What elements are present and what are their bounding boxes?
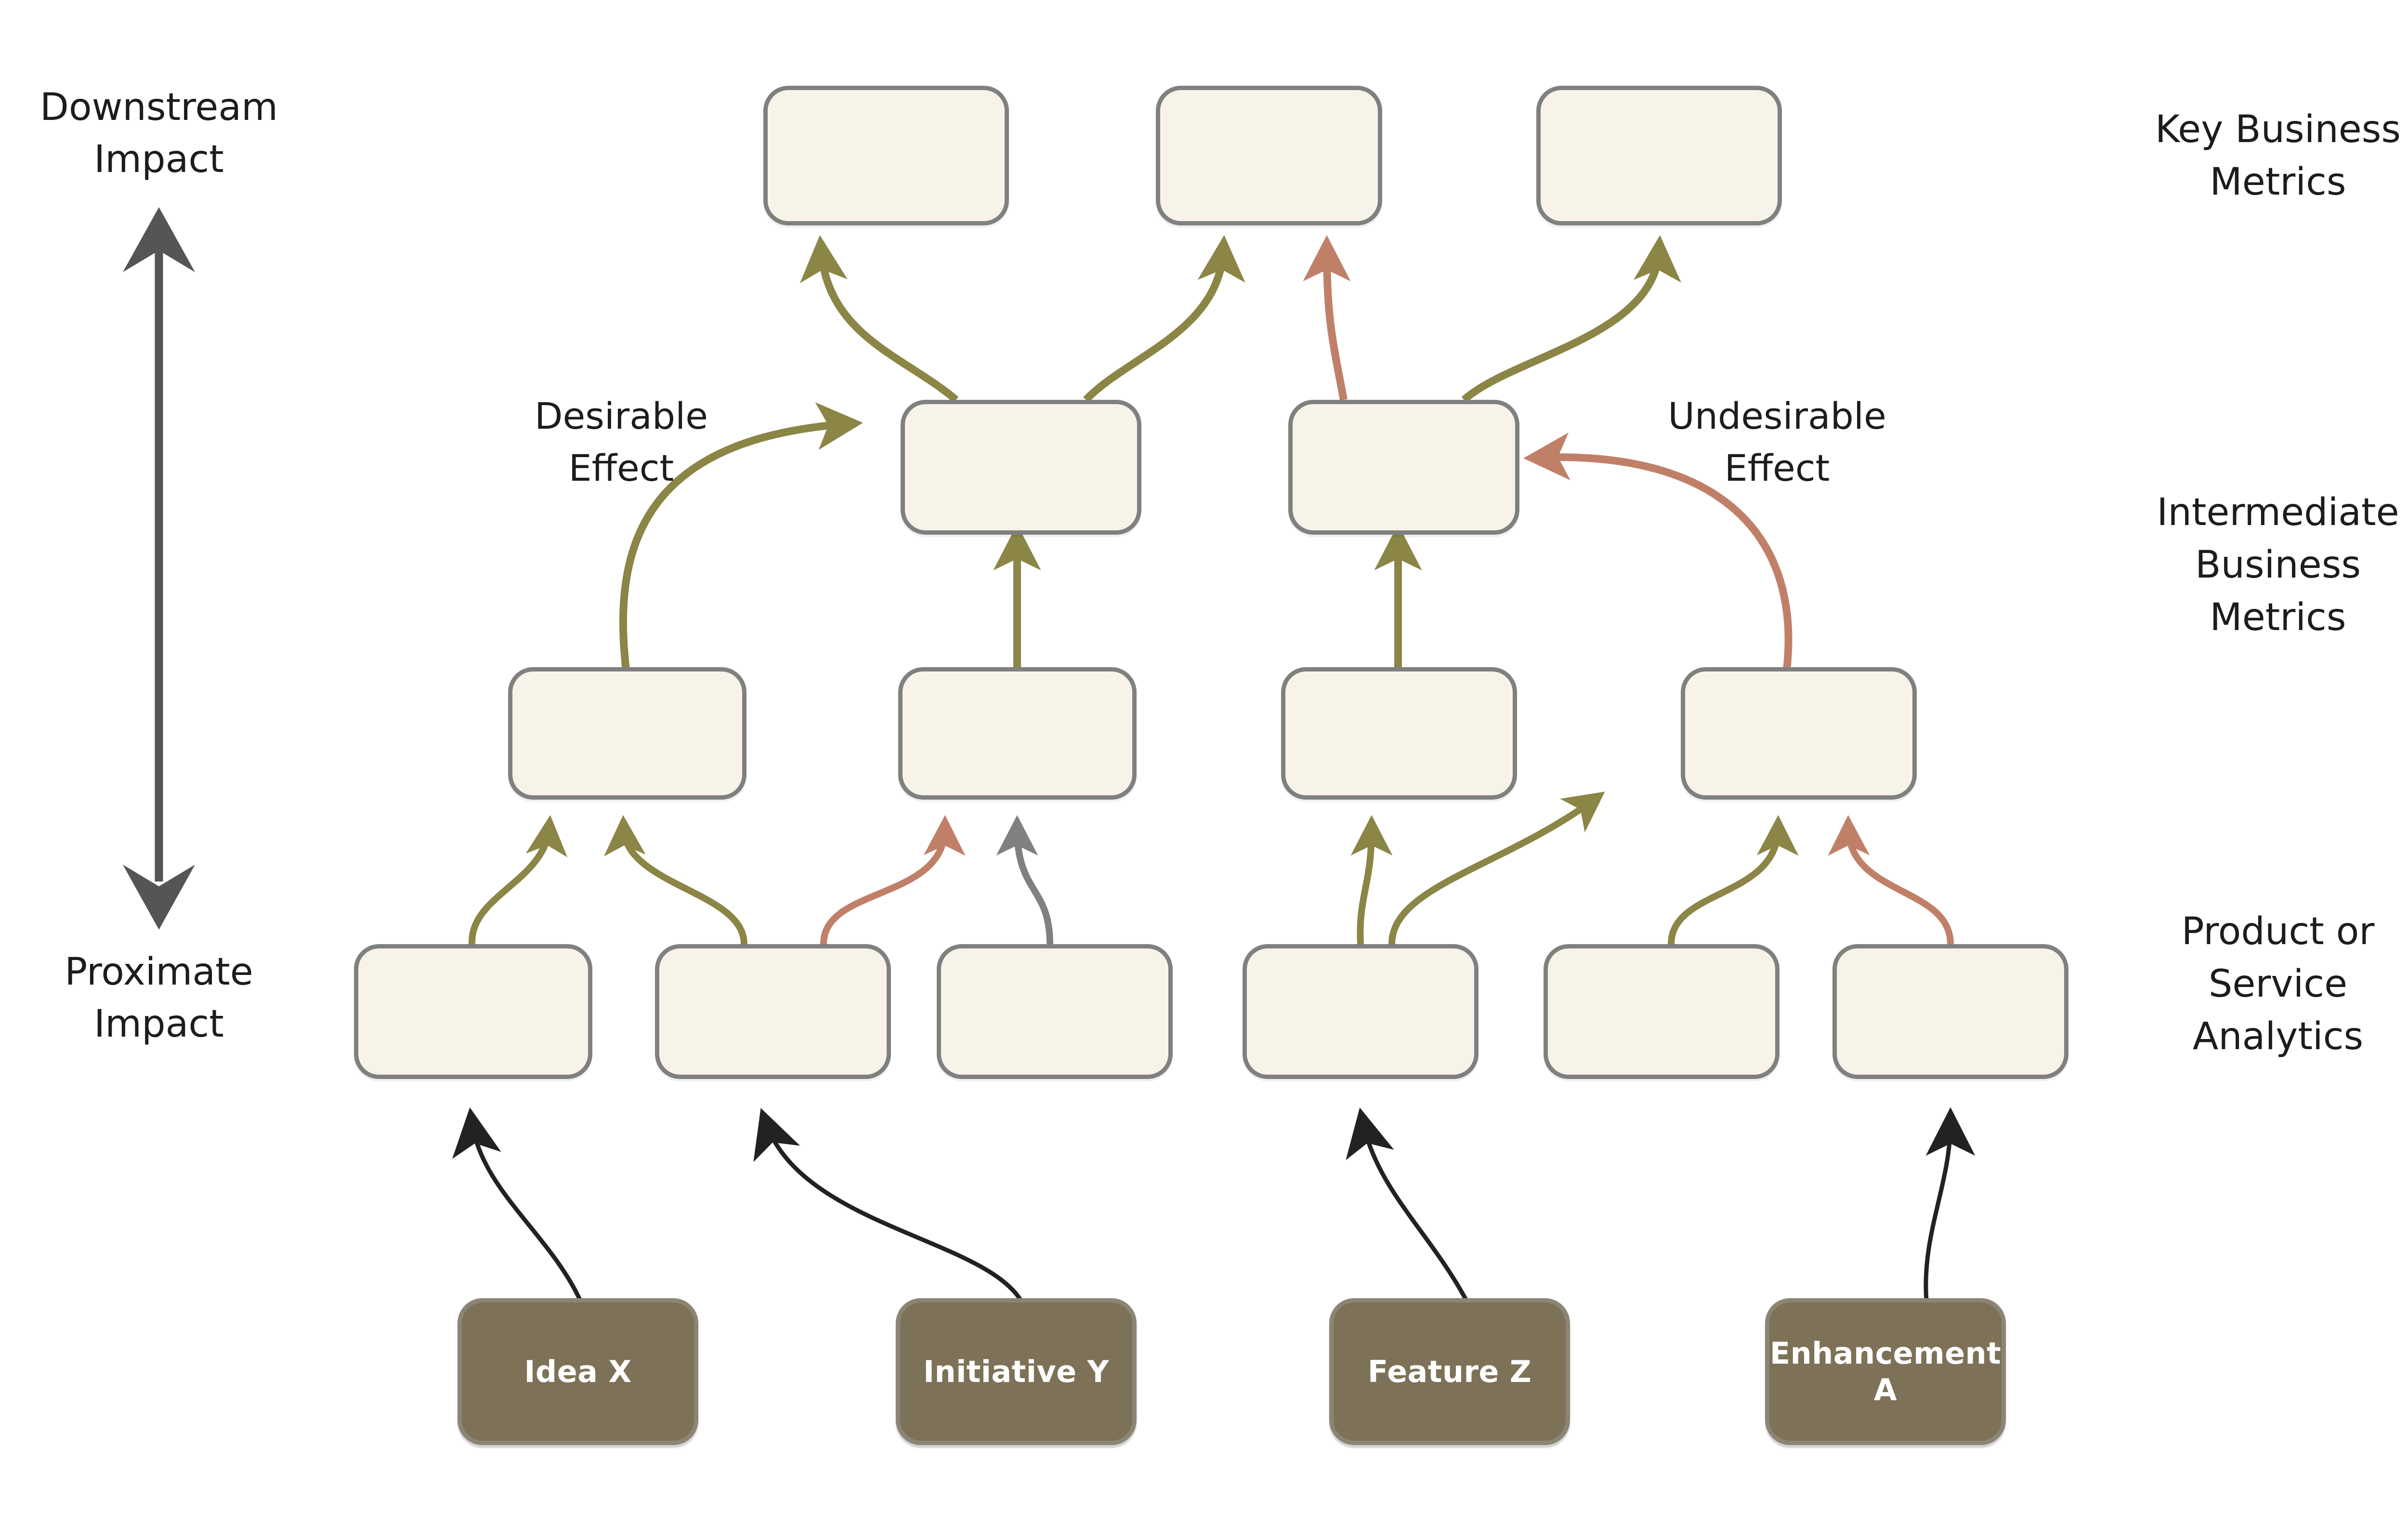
edge-psa6-to-psau4-undesirable [1828,815,1954,945]
axis-arrowhead-up [123,207,195,272]
node-intermediate-business-metric-2[interactable] [1288,400,1519,535]
node-initiative-enhancement-a[interactable]: Enhancement A [1765,1298,2006,1445]
row-label-intermediate-business-metrics: Intermediate Business Metrics [2157,491,2399,640]
edge-psa2-to-psau2-undesirable [820,815,966,945]
node-initiative-initiative-y[interactable]: Initiative Y [896,1298,1137,1445]
node-label: Idea X [524,1354,632,1389]
node-psa-upper-2[interactable] [898,667,1137,800]
edge-ibm1-to-kbm2-desirable [1083,235,1245,403]
node-initiative-idea-x[interactable]: Idea X [458,1298,698,1445]
node-initiative-feature-z[interactable]: Feature Z [1329,1298,1570,1445]
edge-psa3-to-psau2-neutral [996,815,1053,945]
node-label: Feature Z [1367,1354,1532,1389]
edge-feature-z-to-psa4 [1346,1107,1468,1302]
node-key-business-metric-3[interactable] [1536,86,1782,225]
node-psa-upper-4[interactable] [1681,667,1917,800]
node-psa-lower-1[interactable] [354,944,592,1079]
node-psa-lower-4[interactable] [1243,944,1479,1079]
edge-ibm1-to-kbm1-desirable [799,235,959,403]
edge-psa5-to-psau4-desirable [1668,815,1799,945]
ibm-to-kbm-edges [799,235,1681,403]
node-key-business-metric-1[interactable] [763,86,1009,225]
axis-label-proximate-impact: Proximate Impact [65,950,253,1046]
psa-upper-to-ibm-edges [619,402,1793,670]
axis-arrowhead-down [123,865,195,930]
node-psa-upper-1[interactable] [508,667,746,800]
node-intermediate-business-metric-1[interactable] [901,400,1141,535]
node-label: Enhancement A [1769,1335,2002,1408]
initiative-edges [452,1107,1976,1302]
row-label-key-business-metrics: Key Business Metrics [2155,108,2401,204]
edge-psa2-to-psau1-desirable [604,815,747,945]
edge-ibm2-to-kbm2-undesirable [1303,235,1351,401]
node-psa-lower-2[interactable] [655,944,891,1079]
psa-lower-to-upper-edges [468,791,1954,945]
edge-label-desirable-effect: Desirable Effect [535,395,708,489]
node-label: Initiative Y [923,1354,1109,1389]
edge-psa4-to-psau3-desirable [1350,815,1393,945]
edge-idea-x-to-psa1 [452,1107,583,1302]
edge-label-undesirable-effect: Undesirable Effect [1668,395,1886,489]
node-key-business-metric-2[interactable] [1156,86,1382,225]
row-label-product-or-service-analytics: Product or Service Analytics [2181,910,2375,1059]
edge-psa4-to-psau4-desirable [1388,791,1605,945]
node-psa-lower-6[interactable] [1832,944,2068,1079]
axis-label-downstream-impact: Downstream Impact [39,86,278,181]
impact-axis-arrow [123,207,195,930]
node-psa-upper-3[interactable] [1281,667,1517,800]
edge-initiative-y-to-psa2 [753,1108,1023,1302]
edge-enhancement-a-to-psa6 [1924,1107,1976,1301]
edge-psa1-to-psau1-desirable [468,815,568,945]
edge-ibm2-to-kbm3-desirable [1461,235,1681,403]
node-psa-lower-3[interactable] [937,944,1173,1079]
node-psa-lower-5[interactable] [1544,944,1780,1079]
